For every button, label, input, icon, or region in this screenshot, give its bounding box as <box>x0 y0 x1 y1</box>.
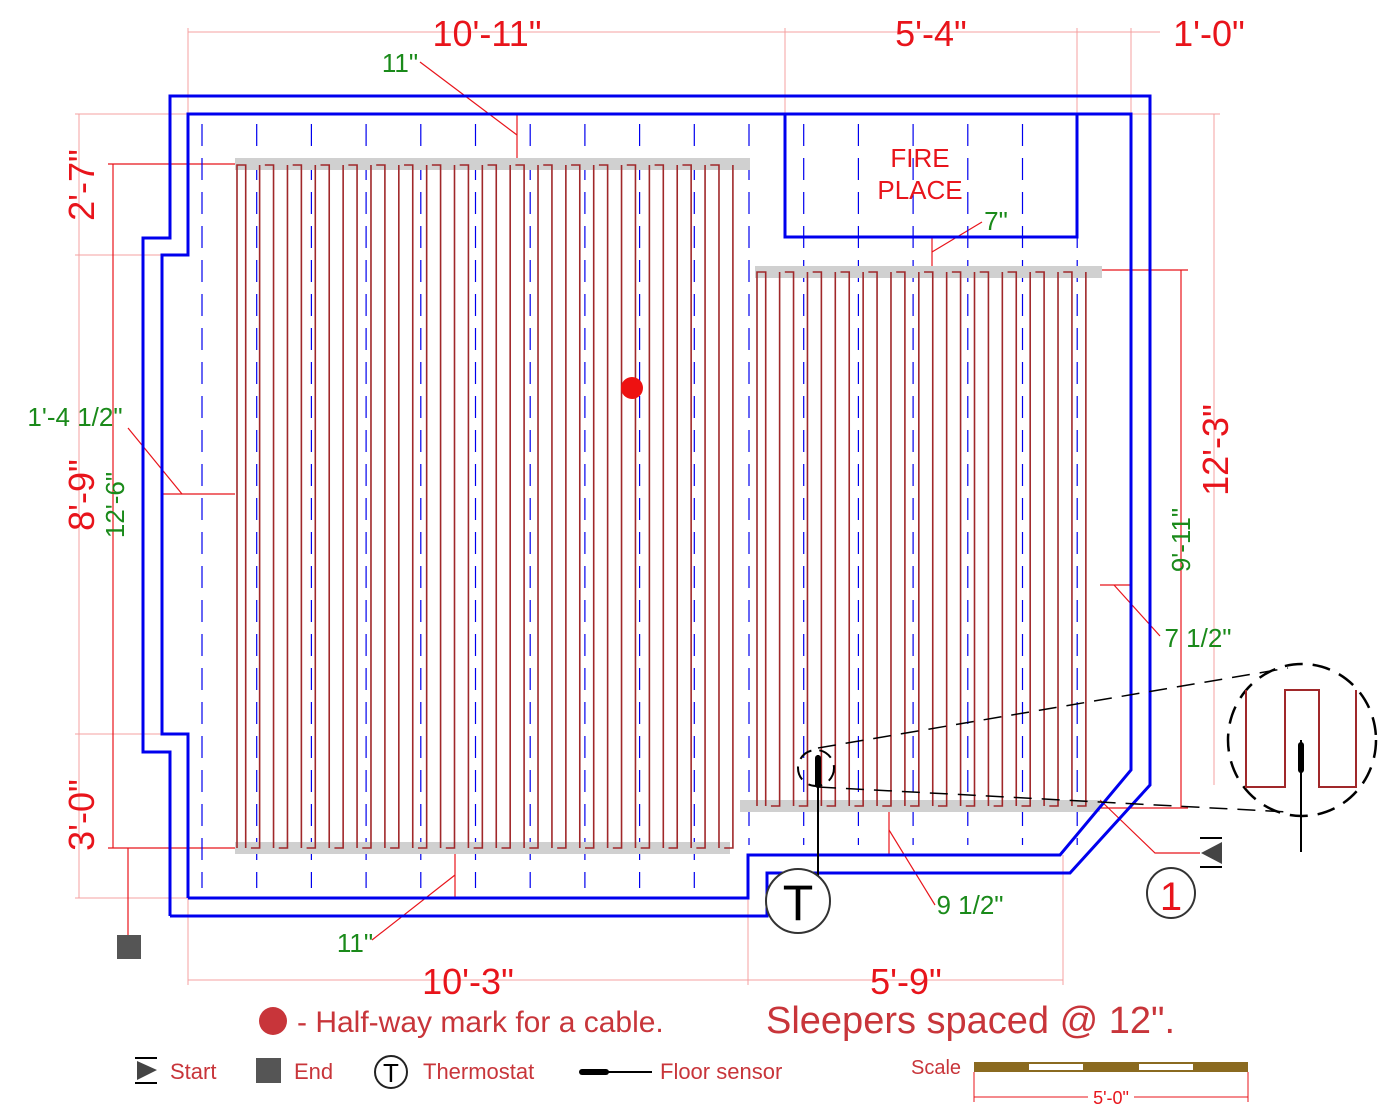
halfway-mark <box>621 377 643 399</box>
cable-strips <box>235 158 1102 854</box>
circuit-marker <box>1146 867 1196 919</box>
dim-top-right: 1'-0" <box>1173 13 1245 54</box>
thermostat-marker <box>765 868 831 934</box>
offset-bottom-cable: 11" <box>337 928 373 958</box>
start-icon <box>1200 837 1222 868</box>
legend-thermostat-symbol: T <box>383 1058 399 1088</box>
cable-strip <box>235 842 730 854</box>
legend-thermostat: Thermostat <box>423 1059 534 1084</box>
cable-strip <box>740 800 1100 812</box>
sensor-detail <box>1245 689 1357 852</box>
inner-wall <box>160 112 1133 900</box>
cable-strip <box>235 158 750 170</box>
thermostat-icon <box>374 1055 408 1089</box>
halfway-legend-dot <box>259 1007 287 1035</box>
sleepers <box>201 124 1078 888</box>
dim-right-cable: 9'-11" <box>1166 508 1196 572</box>
legend: Start End T Thermostat Floor sensor <box>135 1055 782 1089</box>
offset-fireplace: 7" <box>984 206 1008 236</box>
offset-left-cable: 1'-4 1/2" <box>27 402 122 432</box>
dim-left-mid: 8'-9" <box>61 459 102 531</box>
dim-left-cable: 12'-6" <box>100 472 130 538</box>
dim-top-mid: 5'-4" <box>895 13 967 54</box>
halfway-note: - Half-way mark for a cable. <box>297 1006 664 1039</box>
offset-right-cable: 7 1/2" <box>1164 623 1231 653</box>
fireplace-label: PLACE <box>877 175 962 205</box>
floor-sensor <box>797 749 835 880</box>
offset-top-cable: 11" <box>382 48 418 78</box>
scale-length: 5'-0" <box>1093 1088 1129 1108</box>
thermostat-symbol: T <box>783 875 814 931</box>
cable-run-left <box>237 165 738 848</box>
scale-bar: Scale 5'-0" <box>911 1057 1249 1108</box>
dim-bottom-right: 5'-9" <box>870 961 942 1002</box>
end-icon <box>256 1058 281 1083</box>
extension-lines <box>75 28 1220 985</box>
fireplace-label: FIRE <box>890 143 949 173</box>
offset-bottom-right-cable: 9 1/2" <box>936 890 1003 920</box>
legend-floor-sensor: Floor sensor <box>660 1059 782 1084</box>
legend-start: Start <box>170 1059 216 1084</box>
dim-left-bottom: 3'-0" <box>61 779 102 851</box>
dim-top-left: 10'-11" <box>432 13 541 54</box>
fireplace <box>783 112 1079 239</box>
outer-wall <box>141 94 1152 918</box>
legend-end: End <box>294 1059 333 1084</box>
start-icon <box>137 1061 157 1080</box>
dim-bottom-left: 10'-3" <box>422 961 514 1002</box>
circuit-number: 1 <box>1160 875 1182 919</box>
sleepers-note: Sleepers spaced @ 12". <box>766 1000 1175 1042</box>
scale-label: Scale <box>911 1057 961 1079</box>
cable-run-right <box>757 272 1091 806</box>
end-icon <box>117 935 141 959</box>
sensor-detail-callout <box>817 662 1378 818</box>
dim-left-top: 2'-7" <box>61 149 102 221</box>
dim-right-wall: 12'-3" <box>1195 404 1236 496</box>
